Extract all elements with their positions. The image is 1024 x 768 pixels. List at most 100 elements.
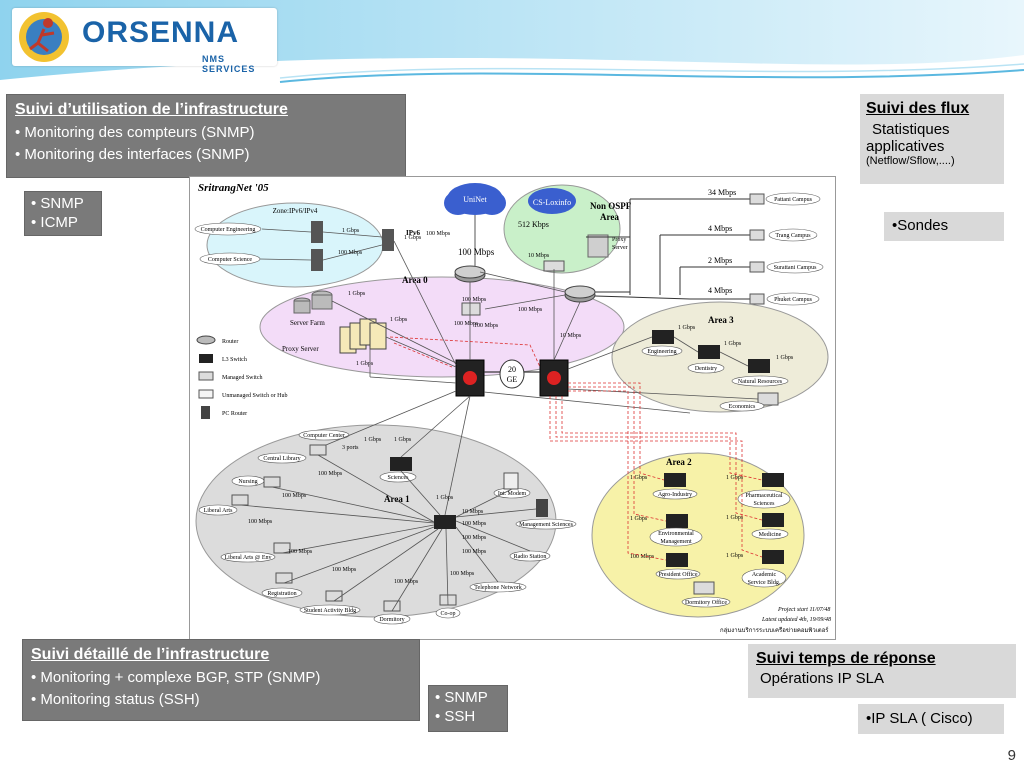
detail-item-2: • Monitoring status (SSH) [31,691,200,708]
logo-subtitle: NMS SERVICES [202,54,256,74]
area1-node-radio-station-label: Radio Station [514,554,547,560]
area2-node-4-label: Medicine [759,532,782,538]
area3-node-1 [641,345,683,357]
area0-speed-8: 10 Mbps [560,333,582,339]
campus-switch-2 [749,229,765,241]
area2-speed-1: 1 Gbps [630,475,648,481]
area0-speed-2: 1 Gbps [390,317,408,323]
area3-node-1-label: Engineering [647,349,676,355]
zone-server-1 [311,221,323,243]
response-time-title: Suivi temps de réponse [756,650,936,667]
campus-speed-1: 34 Mbps [708,188,736,197]
infra-usage-item-2: • Monitoring des interfaces (SNMP) [15,146,250,163]
campus-node-4-label: Phuket Campus [774,297,812,303]
legend-l3-label: L3 Switch [222,357,247,363]
area2-node-2b-label: Sciences [754,501,776,507]
zone-server-2 [311,249,323,271]
area2-speed-6: 1 Gbps [726,553,744,559]
detail-title: Suivi détaillé de l’infrastructure [31,646,270,663]
area1-node-management-sciences [515,518,577,530]
area0-speed-6: 100 Mbps [474,323,499,329]
campus-node-4 [766,292,820,306]
kbps-label: 512 Kbps [518,220,549,229]
proxy-server-label: Proxy Server [282,345,319,353]
campus-switch-1 [749,193,765,205]
area2-node-6b-label: Service Bldg. [748,580,781,586]
campus-node-2-label: Trang Campus [775,233,811,239]
area2-node-5-label: President Office [658,571,697,578]
area3-l3-2 [698,345,720,359]
area0-label: Area 0 [402,275,428,285]
thai-org-name: กลุ่มงานบริการระบบเครือข่ายคอมพิวเตอร์ [720,626,829,634]
area1-node-coop-label: Co-op [441,611,456,617]
ipsla-box: •IP SLA ( Cisco) [858,704,1004,734]
flux-line-1: Statistiques [872,121,950,138]
proxy-server-right-icon [587,234,609,258]
ipv6-speed: 100 Mbps [426,231,451,237]
page-number: 9 [1007,747,1016,764]
ge-label-1: 20 [508,365,516,374]
area1-node-computer-center [298,429,350,441]
proxy-server-right-label: Proxy [612,237,626,243]
area1-node-management-sciences-label: Management Sciences [519,522,573,528]
flux-line-2: applicatives [866,138,945,155]
ipsla-text: •IP SLA ( Cisco) [866,710,973,727]
legend-managed-label: Managed Switch [222,375,263,381]
area2-speed-5: 1 Gbps [726,515,744,521]
area2-node-7-label: Dormitory Office [685,599,727,606]
ipv6-label: IPv6 [406,229,421,237]
snmp-icmp-box: • SNMP • ICMP [24,191,102,236]
campus-node-1 [765,192,821,206]
uninet-speed: 100 Mbps [458,247,495,257]
fiber-links [389,336,763,561]
area3-node-4-label: Economics [729,404,756,410]
project-start: Project start 11/07/48 [777,606,830,613]
legend-pc-router-icon [201,406,210,419]
area2-node-2-label: Pharmaceutical [746,493,783,499]
sondes-box: •Sondes [884,212,1004,241]
ssh-label: • SSH [435,708,476,725]
area3-node-4 [719,400,765,412]
non-ospf-speed: 10 Mbps [528,253,550,259]
legend-pc-router-label: PC Router [222,411,247,417]
zone-node-2-label: Computer Science [208,257,252,263]
legend-managed-icon [198,371,214,381]
campus-switch-3 [749,261,765,273]
area1-links [239,390,537,612]
infra-usage-title: Suivi d’utilisation de l’infrastructure [15,101,288,118]
logo-text: ORSENNA [82,16,240,49]
detail-item-1: • Monitoring + complexe BGP, STP (SNMP) [31,669,321,686]
area1-node-liberal-arts-env-label: Liberal Arts @ Env [224,555,271,561]
core-l3-switch-1-led [463,371,477,385]
sondes-text: •Sondes [892,217,949,234]
server-farm-icon [293,290,333,314]
area1-node-coop [435,607,461,619]
area2-l3-4 [762,473,784,487]
area1-node-student-activity-label: Student Activity Bldg [304,608,356,614]
zone-speed-1: 1 Gbps [342,228,360,234]
area0-speed-9: 1 Gbps [404,235,422,241]
area1-node-sciences [379,471,417,483]
area3-node-2-label: Dentistry [695,366,717,372]
area1-node-student-activity [299,604,361,616]
area3-speed-3: 1 Gbps [776,355,794,361]
area1-node-sciences-label: Sciences [388,475,410,481]
core-router-1 [454,265,486,283]
area3-l3-1 [652,330,674,344]
area1-label: Area 1 [384,494,410,504]
area3-label: Area 3 [708,315,734,325]
legend-router-icon [196,335,216,345]
area2-l3-1 [664,473,686,487]
area1-node-telephone-network-label: Telephone Network [474,585,521,591]
area1-node-computer-center-label: Computer Center [303,433,345,439]
campus-node-1-label: Pattani Campus [774,197,812,203]
area2-speed-4: 1 Gbps [726,475,744,481]
csloxinfo-label: CS-Loxinfo [533,198,571,207]
non-ospf-area-label: Area [600,212,619,222]
area1-speed-10: 10 Mbps [462,509,484,515]
legend-unmanaged-icon [198,389,214,399]
area1-speed-11: 100 Mbps [462,521,487,527]
area2-l3-3 [666,553,688,567]
header-banner: ORSENNA NMS SERVICES [0,0,1024,90]
area1-speed-9: 100 Mbps [450,571,475,577]
